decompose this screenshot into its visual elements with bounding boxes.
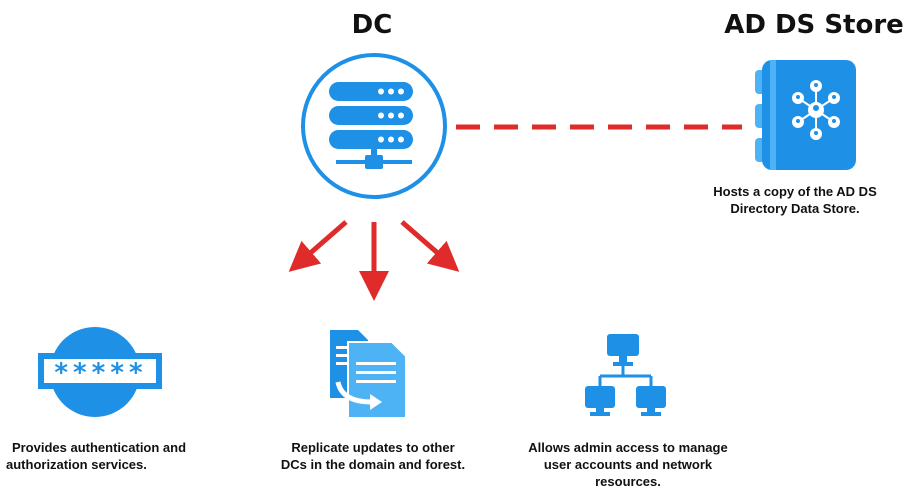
directory-book-icon xyxy=(755,60,856,170)
authentication-caption-line2: authorization services. xyxy=(6,457,147,472)
replication-caption-line1: Replicate updates to other xyxy=(291,440,455,455)
arrow-to-authentication xyxy=(288,220,348,272)
store-caption: Hosts a copy of the AD DS Directory Data… xyxy=(700,183,890,217)
admin-access-caption: Allows admin access to manage user accou… xyxy=(510,439,746,490)
authentication-caption: Provides authentication and authorizatio… xyxy=(0,439,198,473)
password-mask-text: ***** xyxy=(53,358,146,388)
network-hierarchy-icon xyxy=(585,334,666,416)
server-icon xyxy=(301,53,447,199)
authentication-caption-line1: Provides authentication and xyxy=(11,440,187,455)
admin-access-caption-line2: user accounts and network xyxy=(543,457,713,472)
store-caption-line1: Hosts a copy of the AD DS xyxy=(713,184,877,199)
store-caption-line2: Directory Data Store. xyxy=(730,201,860,216)
admin-access-caption-line3: resources. xyxy=(595,474,661,489)
dc-title: DC xyxy=(352,10,393,40)
replication-caption: Replicate updates to other DCs in the do… xyxy=(262,439,484,473)
ad-ds-store-title: AD DS Store xyxy=(724,10,903,40)
password-field-icon: ***** xyxy=(38,327,162,417)
arrow-to-admin-access xyxy=(400,220,460,272)
replication-caption-line2: DCs in the domain and forest. xyxy=(280,457,466,472)
admin-access-caption-line1: Allows admin access to manage xyxy=(528,440,728,455)
replicate-documents-icon xyxy=(330,330,407,419)
